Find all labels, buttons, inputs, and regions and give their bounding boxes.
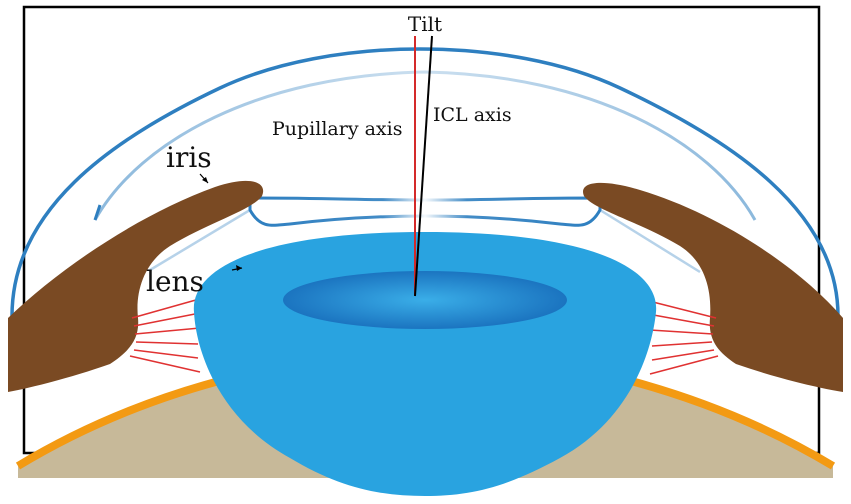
icl-axis-line (414, 35, 433, 297)
icl-haptic-left (149, 208, 251, 272)
icl-axis-label: ICL axis (433, 104, 512, 126)
limbus-left (93, 204, 102, 221)
iris-pointer (199, 173, 209, 184)
lens-label: lens (146, 265, 204, 298)
pupillary-axis-label: Pupillary axis (272, 118, 402, 140)
cornea-inner (93, 70, 757, 221)
lens-pointer (231, 265, 243, 271)
iris-right (583, 182, 843, 392)
zonules-right (644, 299, 719, 375)
icl-lens (248, 196, 602, 227)
iris-label: iris (166, 141, 212, 174)
iris-left (8, 180, 264, 392)
tilt-label: Tilt (408, 12, 442, 36)
cornea-outer (10, 47, 840, 317)
icl-haptic-right (599, 208, 701, 274)
lens-nucleus (283, 271, 567, 329)
